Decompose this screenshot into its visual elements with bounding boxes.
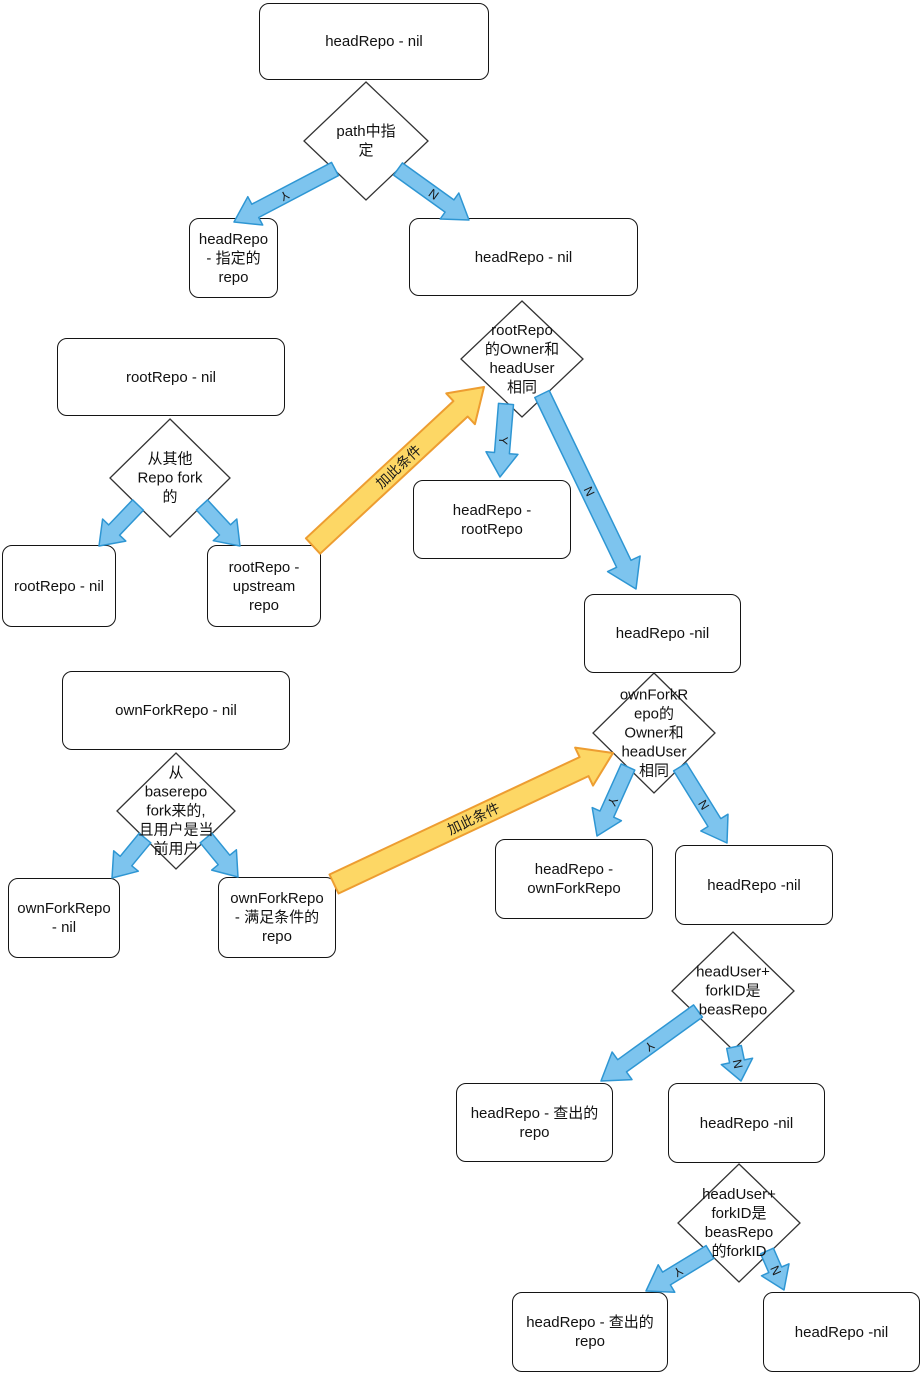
box-ownforkrepo-nil-start: ownForkRepo - nil <box>62 671 290 750</box>
decision-headuser-forkid-beasrepo-forkid-shape <box>677 1163 801 1283</box>
box-rootrepo-nil-result: rootRepo - nil <box>2 545 116 627</box>
box-headrepo-rootrepo: headRepo - rootRepo <box>413 480 571 559</box>
flow-arrow-a5 <box>98 499 145 547</box>
edge-label-yn: Y <box>604 795 620 809</box>
box-headrepo-nil-start: headRepo - nil <box>259 3 489 80</box>
edge-label-yn: N <box>426 186 442 203</box>
flow-arrow-a11 <box>600 1004 704 1082</box>
flow-arrow-a8 <box>199 832 239 878</box>
flow-arrow-a10 <box>672 762 729 844</box>
box-headrepo-queried-repo-2: headRepo - 查出的 repo <box>512 1292 668 1372</box>
edge-label-yn: N <box>767 1264 783 1278</box>
edge-label-yn: Y <box>670 1263 685 1280</box>
box-headrepo-nil-3: headRepo -nil <box>584 594 741 673</box>
decision-headuser-forkid-beasrepo-shape <box>671 931 795 1051</box>
decision-headuser-forkid-beasrepo-forkid-label: headUser+ forkID是 beasRepo 的forkID <box>702 1186 776 1260</box>
edge-label-yn: Y <box>641 1038 656 1055</box>
decision-ownforkrepo-owner-headuser-label: ownForkR epo的 Owner和 headUser 相同 <box>619 686 689 780</box>
decision-forked-from-other-repo-shape <box>109 418 231 538</box>
flow-arrow-a14 <box>759 1247 790 1291</box>
box-ownforkrepo-matching-repo: ownForkRepo - 满足条件的 repo <box>218 877 336 958</box>
decision-headuser-forkid-beasrepo-label: headUser+ forkID是 beasRepo <box>696 963 770 1019</box>
flow-arrow-a12 <box>720 1044 754 1082</box>
decision-forked-from-other-repo-label: 从其他 Repo fork 的 <box>137 450 203 506</box>
box-headrepo-nil-5: headRepo -nil <box>668 1083 825 1163</box>
box-rootrepo-nil-start: rootRepo - nil <box>57 338 285 416</box>
box-rootrepo-upstream-repo: rootRepo - upstream repo <box>207 545 321 627</box>
box-ownforkrepo-nil-result: ownForkRepo - nil <box>8 878 120 958</box>
decision-path-specified-shape <box>303 81 429 201</box>
flow-arrow-a7 <box>111 832 152 879</box>
edge-label-add-condition: 加此条件 <box>445 799 502 837</box>
decision-ownforkrepo-owner-headuser-shape <box>592 672 716 794</box>
flow-arrow-a13 <box>645 1244 715 1293</box>
box-headrepo-ownforkrepo: headRepo - ownForkRepo <box>495 839 653 919</box>
edge-label-yn: Y <box>496 436 511 446</box>
flow-arrow-a3 <box>485 402 519 478</box>
flow-arrow-a2 <box>392 162 470 221</box>
decision-rootrepo-owner-headuser-label: rootRepo 的Owner和 headUser 相同 <box>484 322 560 396</box>
flow-arrow-a1 <box>233 161 340 226</box>
box-headrepo-nil-6: headRepo -nil <box>763 1292 920 1372</box>
decision-rootrepo-owner-headuser-shape <box>460 300 584 418</box>
decision-forked-from-baserepo-shape <box>116 752 236 870</box>
edge-label-yn: Y <box>277 187 291 204</box>
edge-label-yn: N <box>581 484 598 498</box>
box-headrepo-nil-2: headRepo - nil <box>409 218 638 296</box>
flow-arrow-a9 <box>591 763 636 837</box>
box-headrepo-queried-repo-1: headRepo - 查出的 repo <box>456 1083 613 1162</box>
decision-forked-from-baserepo-label: 从 baserepo fork来的, 且用户是当 前用户 <box>138 764 214 858</box>
edge-label-yn: N <box>730 1058 746 1070</box>
box-headrepo-nil-4: headRepo -nil <box>675 845 833 925</box>
box-headrepo-specified-repo: headRepo - 指定的 repo <box>189 218 278 298</box>
flow-arrow-a6 <box>195 499 241 547</box>
decision-path-specified-label: path中指 定 <box>336 123 396 159</box>
edge-label-yn: N <box>695 797 712 812</box>
